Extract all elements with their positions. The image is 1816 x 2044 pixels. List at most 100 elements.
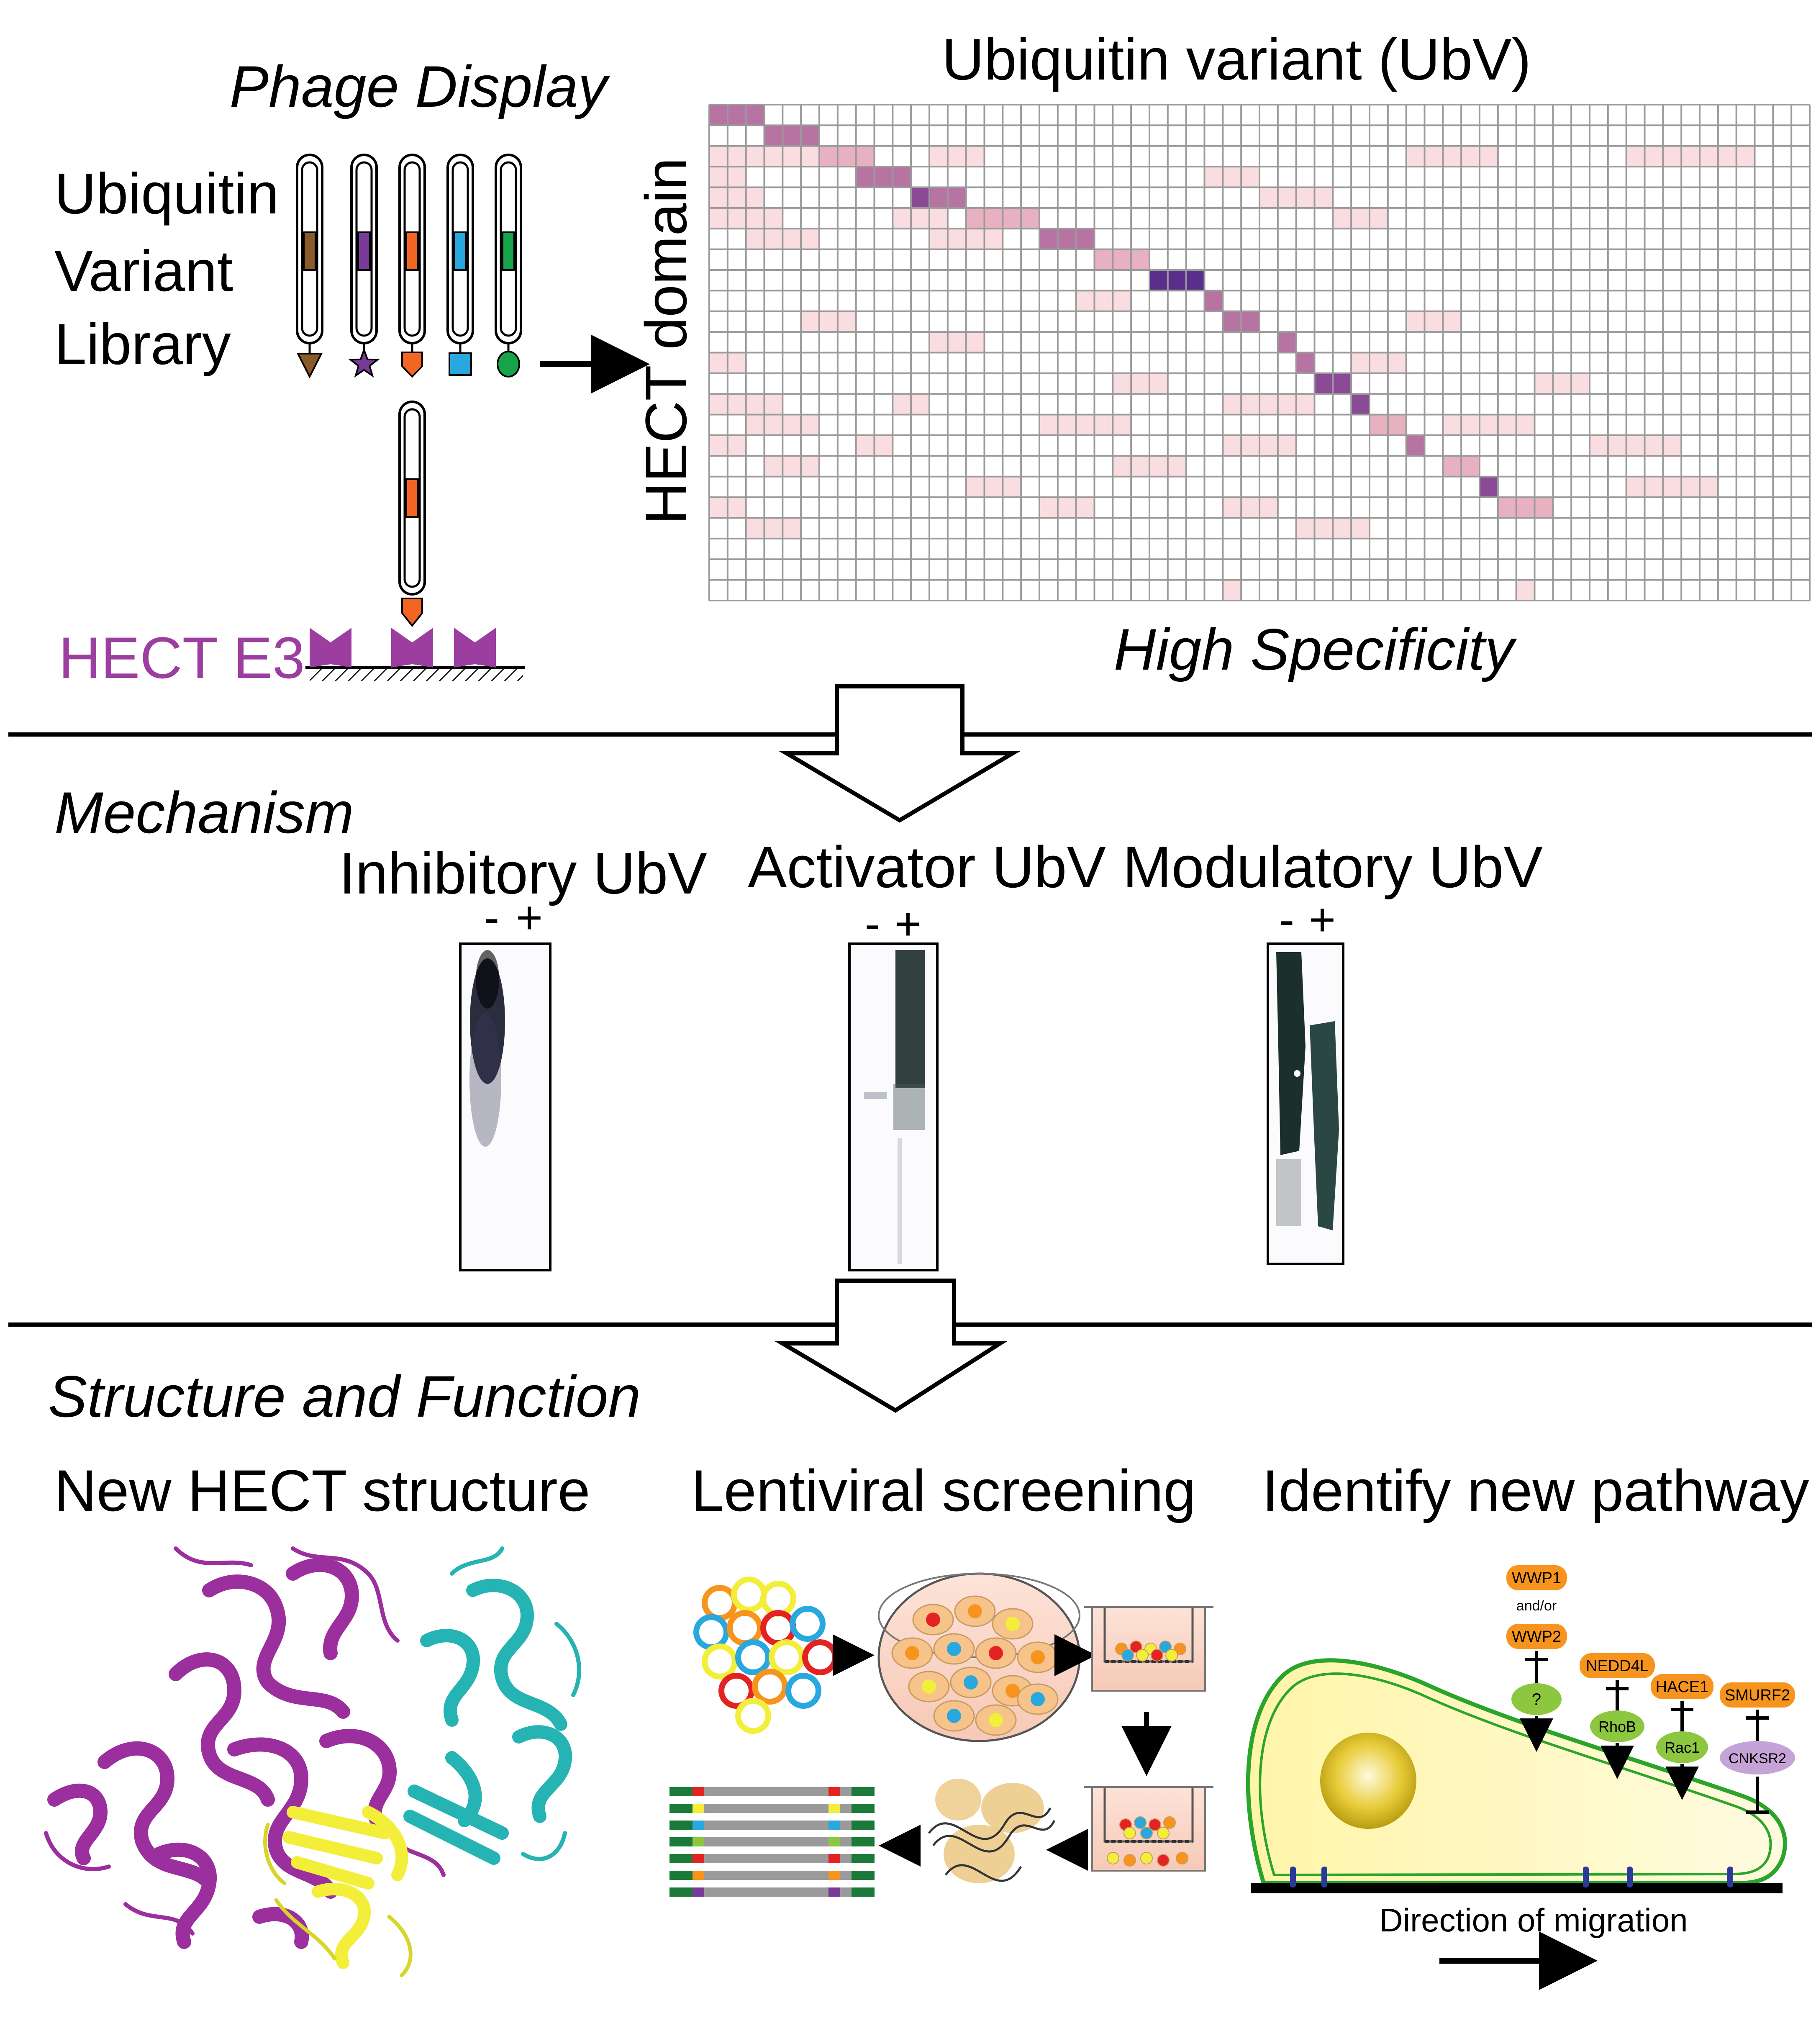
panel-title-hect-structure: New HECT structure (54, 1458, 590, 1523)
node-nedd4l (1580, 1653, 1655, 1678)
cell-nucleus (989, 1646, 1003, 1660)
node-cnksr2-label: CNKSR2 (1729, 1751, 1786, 1767)
node-and-or-label: and/or (1516, 1598, 1557, 1614)
focal-adhesions (1290, 1867, 1733, 1887)
surface-hatch (310, 668, 523, 681)
node-hace1-label: HACE1 (1656, 1678, 1709, 1696)
heatmap-cell (1516, 580, 1535, 601)
heatmap-cell (1443, 414, 1535, 435)
heatmap-cell (1333, 208, 1388, 229)
heatmap-cell (1626, 476, 1718, 498)
node-wwp1-label: WWP1 (1512, 1569, 1561, 1587)
gel-label-inhibitory: Inhibitory UbV (339, 840, 707, 906)
plasmid-ring (731, 1577, 767, 1613)
heatmap-cell (966, 476, 1021, 498)
cell-nucleus (1031, 1692, 1045, 1706)
bound-phage-capsid-inner (403, 408, 421, 588)
heatmap-cell (709, 105, 764, 126)
node-rac1-label: Rac1 (1665, 1739, 1700, 1756)
genomic-dna-extraction (928, 1779, 1056, 1883)
plasmid-ring (760, 1581, 796, 1617)
read-adapter-right (852, 1887, 875, 1897)
heatmap-cell (911, 187, 929, 208)
hect-e3-label: HECT E3 (59, 625, 305, 691)
phage-capsid-inner (355, 161, 373, 337)
display-tag-square (449, 352, 472, 376)
library-label-line-2: Variant (54, 239, 233, 303)
focal-adhesion (1727, 1867, 1733, 1887)
migrated-cell (1176, 1852, 1188, 1864)
node-rac1 (1656, 1731, 1708, 1763)
focal-adhesion (1321, 1867, 1327, 1887)
plasmid-ring (735, 1698, 771, 1734)
phage-library-particles (296, 154, 522, 379)
read-barcode-left (693, 1837, 704, 1846)
read-barcode-left (693, 1804, 704, 1813)
migrated-cell (1159, 1641, 1172, 1653)
read-adapter-right (852, 1821, 875, 1830)
ubv-ligand (282, 1806, 408, 1969)
phage-display-panel: Phage Display Ubiquitin Variant Library … (54, 54, 650, 691)
heatmap-cell (1076, 290, 1131, 311)
migrated-cell (1157, 1854, 1170, 1867)
gel-modulatory (1267, 942, 1344, 1265)
substrate-line (1251, 1883, 1783, 1893)
focal-adhesion (1290, 1867, 1296, 1887)
migrated-cell (1134, 1816, 1147, 1829)
migrated-cell (1174, 1643, 1186, 1655)
node-wwp1 (1506, 1565, 1567, 1590)
display-tag-triangle (296, 353, 323, 379)
plasmid-ring (735, 1639, 771, 1675)
migrated-cell (1123, 1854, 1136, 1867)
structure-function-title: Structure and Function (48, 1364, 641, 1429)
heatmap-cell (801, 311, 856, 332)
bound-phage-particle (398, 401, 426, 627)
read-adapter-left (669, 1837, 693, 1846)
cell-nucleus (922, 1679, 936, 1694)
cell-nucleus (1005, 1684, 1020, 1698)
phage-capsid-inner (301, 161, 318, 337)
gel-label-activator: Activator UbV (748, 834, 1106, 900)
heatmap-cell (893, 208, 948, 229)
heatmap-cell (1223, 580, 1241, 601)
heatmap-cell (1626, 146, 1755, 167)
heatmap-cell (1039, 229, 1095, 249)
read-barcode-right (828, 1887, 840, 1897)
sequencing-read (669, 1854, 875, 1863)
read-adapter-right (852, 1854, 875, 1863)
display-tag-circle (497, 351, 520, 377)
migrated-cell (1151, 1649, 1163, 1661)
migrated-cell (1130, 1641, 1142, 1653)
heatmap-y-label: HECT domain (633, 158, 699, 525)
node-hace1 (1651, 1674, 1713, 1699)
gel-activator (848, 942, 939, 1271)
gel-minus-inhibitory: - (484, 892, 500, 943)
hect-e3-protein (310, 628, 351, 668)
heatmap-cell (819, 146, 875, 167)
read-barcode-left (693, 1854, 704, 1863)
structure-function-panel: Structure and Function New HECT structur… (44, 1364, 1809, 1990)
read-adapter-right (852, 1871, 875, 1880)
panel-title-new-pathway: Identify new pathway (1262, 1458, 1809, 1523)
read-barcode-left (693, 1871, 704, 1880)
sequencing-read (669, 1871, 875, 1880)
read-barcode-left (693, 1821, 704, 1830)
cell-nucleus (947, 1642, 961, 1656)
sequencing-read (669, 1804, 875, 1813)
plasmid-library (693, 1577, 838, 1734)
cell-nucleus (968, 1604, 982, 1618)
heatmap-cell (1204, 290, 1223, 311)
read-barcode-right (828, 1821, 840, 1830)
read-adapter-left (669, 1854, 693, 1863)
plasmid-ring (752, 1669, 788, 1705)
heatmap-cell (929, 332, 985, 353)
heatmap-cell (1223, 497, 1278, 518)
migrated-cell (1140, 1827, 1153, 1839)
heatmap-cell (1480, 476, 1498, 498)
heatmap-cell (1406, 311, 1462, 332)
transwell-insert-bottom (1084, 1786, 1213, 1872)
heatmap-cell (1204, 167, 1259, 187)
heatmap-cell (929, 146, 985, 167)
mechanism-title: Mechanism (54, 780, 354, 845)
read-adapter-left (669, 1787, 693, 1796)
